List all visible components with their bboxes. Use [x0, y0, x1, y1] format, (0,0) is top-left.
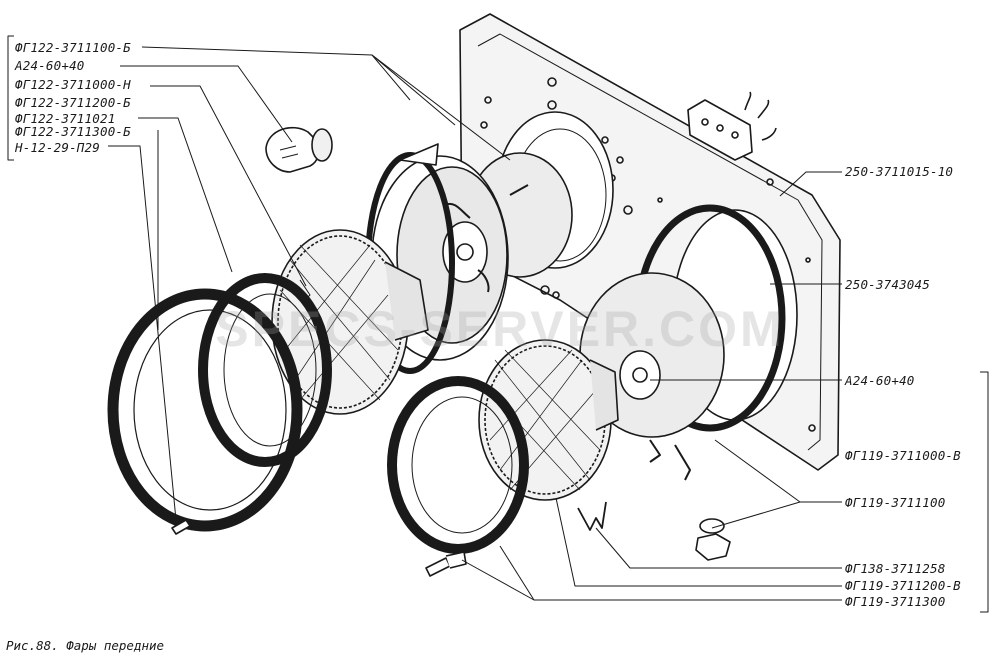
label-part-3711200-b: ФГ122-3711200-Б	[15, 95, 131, 110]
figure-caption: Рис.88. Фары передние	[6, 638, 165, 653]
label-part-3711000-n: ФГ122-3711000-Н	[15, 77, 131, 92]
spring-clip	[577, 501, 607, 531]
screw-bottom	[425, 551, 467, 577]
leader-lines	[7, 35, 989, 613]
label-part-3711100: ФГ119-3711100	[845, 495, 946, 510]
upper-rim	[198, 273, 332, 467]
label-part-3711300: ФГ119-3711300	[845, 594, 946, 609]
label-part-3711021: ФГ122-3711021	[15, 111, 116, 126]
label-bulb-a24-right: А24-60+40	[845, 373, 915, 388]
screw-left	[171, 519, 191, 535]
label-bulb-a24: А24-60+40	[15, 58, 85, 73]
lower-rim	[387, 376, 529, 554]
label-screw-n12: Н-12-29-П29	[15, 140, 100, 155]
connector-block	[687, 91, 777, 161]
label-panel-250-3711015: 250-3711015-10	[845, 164, 954, 179]
bulb	[265, 126, 333, 173]
label-part-3711200-v: ФГ119-3711200-В	[845, 578, 961, 593]
outer-bezel	[107, 288, 303, 532]
label-seal-250-3743045: 250-3743045	[845, 277, 930, 292]
label-part-3711300-b: ФГ122-3711300-Б	[15, 124, 131, 139]
label-part-3711000-v: ФГ119-3711000-В	[845, 448, 961, 463]
label-part-138-3711258: ФГ138-3711258	[845, 561, 946, 576]
nut-and-washer	[695, 518, 731, 561]
label-part-3711100-b: ФГ122-3711100-Б	[15, 40, 131, 55]
